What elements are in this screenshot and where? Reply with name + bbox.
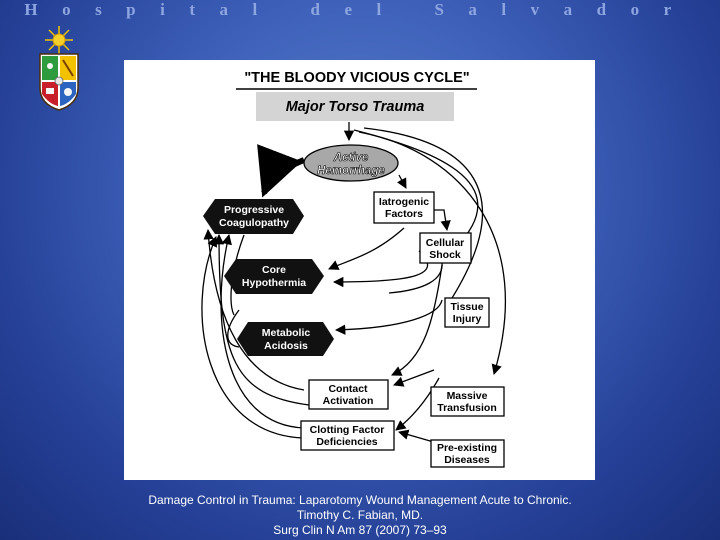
university-coat-of-arms-icon: [36, 24, 82, 112]
metabolic-acidosis-node: [237, 322, 334, 356]
cellular-shock-label-1: Cellular: [426, 237, 465, 249]
active-hemorrhage-node: [303, 144, 399, 182]
preexisting-diseases-node: [430, 439, 505, 468]
contact-activation-label-1: Contact: [328, 383, 368, 395]
contact-activation-label-2: Activation: [323, 395, 374, 407]
cellular-shock-node: [419, 232, 472, 264]
progressive-coagulopathy-node: [203, 199, 304, 234]
preexisting-diseases-label-1: Pre-existing: [437, 442, 497, 454]
major-torso-trauma-label: Major Torso Trauma: [286, 99, 425, 115]
diagram-panel: "THE BLOODY VICIOUS CYCLE" Major Torso T…: [124, 60, 595, 480]
tissue-injury-node: [444, 297, 490, 328]
metabolic-acidosis-label-1: Metabolic: [262, 327, 311, 339]
iatrogenic-factors-node: [373, 191, 435, 224]
preexisting-diseases-label-2: Diseases: [444, 454, 490, 466]
iatrogenic-factors-label-1: Iatrogenic: [379, 196, 429, 208]
active-hemorrhage-label-2: Hemorrhage: [317, 165, 385, 177]
citation: Damage Control in Trauma: Laparotomy Wou…: [0, 493, 720, 538]
core-hypothermia-label-1: Core: [262, 264, 286, 276]
major-torso-trauma-banner: [256, 92, 454, 121]
citation-line-2: Timothy C. Fabian, MD.: [296, 508, 424, 522]
progressive-coagulopathy-label-1: Progressive: [224, 204, 284, 216]
citation-line-3: Surg Clin N Am 87 (2007) 73–93: [273, 523, 447, 537]
iatrogenic-factors-label-2: Factors: [385, 208, 423, 220]
core-hypothermia-label-2: Hypothermia: [242, 277, 306, 289]
clotting-factor-deficiencies-node: [300, 420, 395, 451]
clotting-factor-deficiencies-label-1: Clotting Factor: [310, 424, 385, 436]
massive-transfusion-label-2: Transfusion: [437, 402, 497, 414]
diagram-title: "THE BLOODY VICIOUS CYCLE": [244, 70, 469, 86]
tissue-injury-label-2: Injury: [453, 313, 482, 325]
active-hemorrhage-label-1: Active: [333, 152, 369, 164]
cellular-shock-label-2: Shock: [429, 249, 461, 261]
citation-line-1: Damage Control in Trauma: Laparotomy Wou…: [148, 493, 572, 507]
clotting-factor-deficiencies-label-2: Deficiencies: [316, 436, 377, 448]
massive-transfusion-label-1: Massive: [447, 390, 488, 402]
metabolic-acidosis-label-2: Acidosis: [264, 340, 308, 352]
hospital-title: Hospital del Salvador: [24, 0, 696, 19]
massive-transfusion-node: [430, 386, 505, 417]
tissue-injury-label-1: Tissue: [450, 301, 483, 313]
core-hypothermia-node: [224, 259, 324, 294]
progressive-coagulopathy-label-2: Coagulopathy: [219, 217, 289, 229]
contact-activation-node: [308, 379, 389, 410]
